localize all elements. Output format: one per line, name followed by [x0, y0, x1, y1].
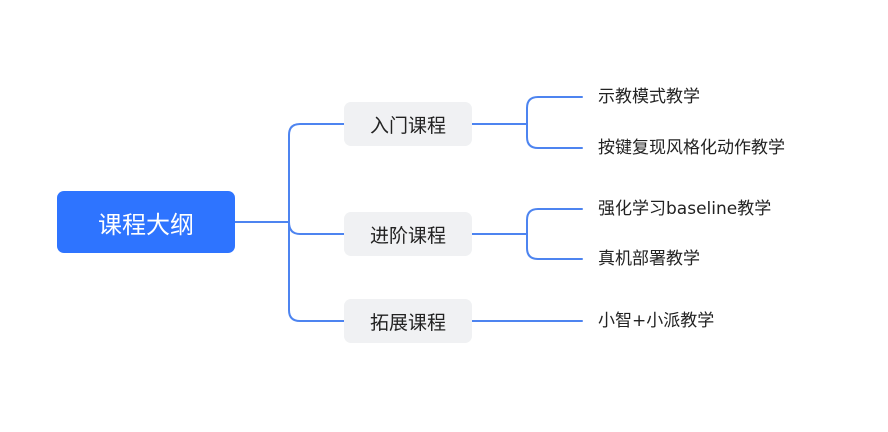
leaf-node-button-replay-style-motion[interactable]: 按键复现风格化动作教学 — [598, 136, 785, 160]
branch-node-extension-course[interactable]: 拓展课程 — [344, 299, 472, 343]
leaf-node-label: 按键复现风格化动作教学 — [598, 138, 785, 158]
leaf-node-label: 小智+小派教学 — [598, 311, 715, 331]
branch-node-advanced-course[interactable]: 进阶课程 — [344, 212, 472, 256]
branch-node-label: 进阶课程 — [369, 224, 446, 247]
leaf-node-label: 真机部署教学 — [598, 249, 700, 269]
leaf-node-teach-mode[interactable]: 示教模式教学 — [598, 85, 700, 109]
branch-node-beginner-course[interactable]: 入门课程 — [344, 102, 472, 146]
root-node-label: 课程大纲 — [98, 210, 194, 239]
branch-node-label: 入门课程 — [369, 114, 446, 137]
connector-root-to-branch-1 — [288, 123, 345, 223]
connector-branch-2-leaf-1 — [526, 208, 583, 235]
root-node-course-outline[interactable]: 课程大纲 — [57, 191, 235, 253]
connector-root-to-branch-3 — [288, 221, 345, 322]
leaf-node-label: 示教模式教学 — [598, 87, 700, 107]
connector-branch-1-leaf-1 — [526, 96, 583, 125]
connector-root-to-branch-2 — [288, 221, 345, 235]
leaf-node-label: 强化学习baseline教学 — [598, 199, 772, 219]
leaf-node-xiaozhi-xiaopai[interactable]: 小智+小派教学 — [598, 309, 714, 333]
branch-node-label: 拓展课程 — [369, 311, 446, 334]
connector-branch-2-leaf-2 — [526, 233, 583, 260]
leaf-node-rl-baseline[interactable]: 强化学习baseline教学 — [598, 197, 771, 221]
leaf-node-real-robot-deployment[interactable]: 真机部署教学 — [598, 247, 700, 271]
connector-branch-1-leaf-2 — [526, 123, 583, 149]
